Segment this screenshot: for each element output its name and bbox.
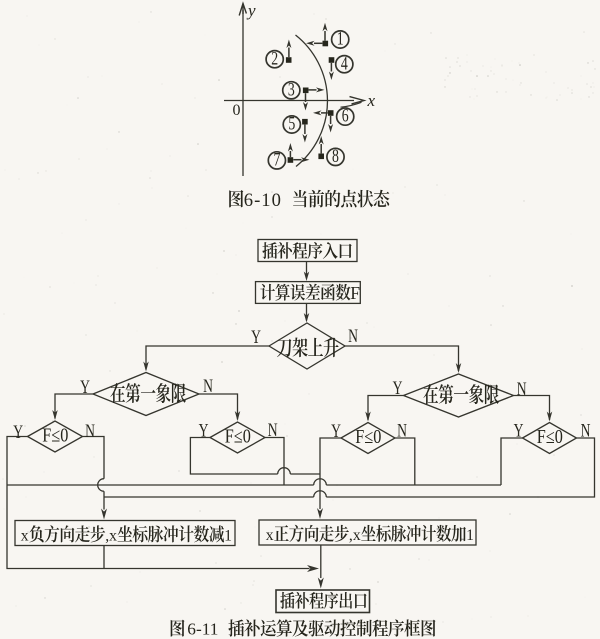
svg-text:1: 1 [337,28,344,50]
svg-text:F≤0: F≤0 [355,425,381,447]
svg-text:N: N [517,377,527,399]
svg-text:Y: Y [514,419,524,441]
svg-text:6: 6 [342,105,349,127]
svg-text:7: 7 [273,148,280,170]
svg-text:F: F [350,283,360,303]
svg-text:N: N [268,418,278,440]
svg-text:1: 1 [466,527,474,544]
svg-text:N: N [85,420,95,442]
svg-text:2: 2 [271,47,278,69]
svg-text:Y: Y [251,326,261,348]
svg-text:Y: Y [13,421,23,443]
svg-text:N: N [397,419,407,441]
svg-text:6-11: 6-11 [187,619,218,638]
svg-text:5: 5 [288,113,295,135]
svg-text:N: N [203,375,213,397]
svg-text:3: 3 [288,78,295,100]
svg-text:6-10: 6-10 [244,190,282,211]
svg-text:N: N [348,325,358,347]
svg-text:x: x [21,527,29,544]
svg-text:F≤0: F≤0 [42,424,68,446]
svg-text:Y: Y [199,419,209,441]
svg-text:0: 0 [233,102,241,119]
svg-text:F≤0: F≤0 [225,425,251,447]
svg-text:Y: Y [331,420,341,442]
svg-text:1: 1 [224,527,232,544]
svg-text:Y: Y [80,376,90,398]
svg-text:F≤0: F≤0 [537,425,563,447]
svg-text:,x: ,x [349,527,361,544]
svg-text:x: x [266,527,274,544]
svg-text:8: 8 [332,145,339,167]
svg-text:x: x [367,91,376,110]
svg-text:Y: Y [393,377,403,399]
svg-text:N: N [581,419,591,441]
svg-text:,x: ,x [105,527,117,544]
svg-text:y: y [246,1,256,20]
svg-text:4: 4 [341,52,348,74]
